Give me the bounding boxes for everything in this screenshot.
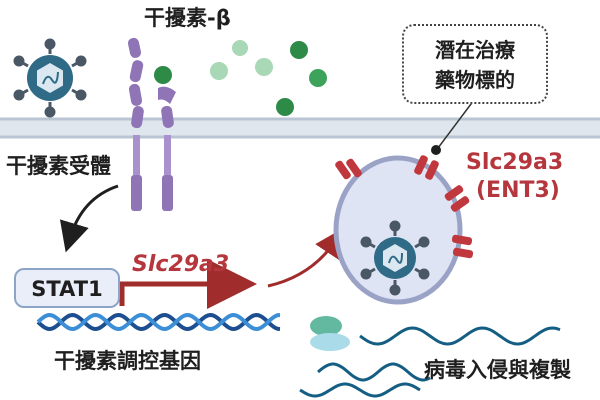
rna-icon xyxy=(299,326,561,398)
ribosome-icon xyxy=(310,316,350,351)
protein-alias-label: (ENT3) xyxy=(476,178,560,203)
transporter-icon xyxy=(335,155,474,259)
interferon-ligand-icon xyxy=(154,40,327,116)
stat1-label: STAT1 xyxy=(31,277,103,301)
drug-target-callout: 潛在治療 藥物標的 xyxy=(402,24,548,104)
virus-icon xyxy=(360,220,430,296)
callout-line-2: 藥物標的 xyxy=(435,68,515,92)
callout-line-1: 潛在治療 xyxy=(435,38,515,62)
gene-promoter-arrow xyxy=(119,259,257,309)
cell-membrane xyxy=(0,117,600,139)
signal-arrow xyxy=(59,184,119,253)
callout-pointer xyxy=(431,99,475,155)
receptor-icon xyxy=(127,37,144,211)
protein-name-label: Slc29a3 xyxy=(466,150,564,175)
isg-label: 干擾素調控基因 xyxy=(54,349,201,373)
interferon-receptor-label: 干擾素受體 xyxy=(6,154,111,178)
receptor-icon xyxy=(158,86,176,211)
virus-icon xyxy=(13,38,87,118)
expression-arrow xyxy=(267,227,345,288)
dna-icon xyxy=(36,312,281,332)
interferon-beta-label: 干擾素-β xyxy=(144,6,231,30)
gene-name-label: Slc29a3 xyxy=(132,252,230,277)
viral-replication-label: 病毒入侵與複製 xyxy=(424,358,571,382)
stat1-box: STAT1 xyxy=(14,268,120,308)
